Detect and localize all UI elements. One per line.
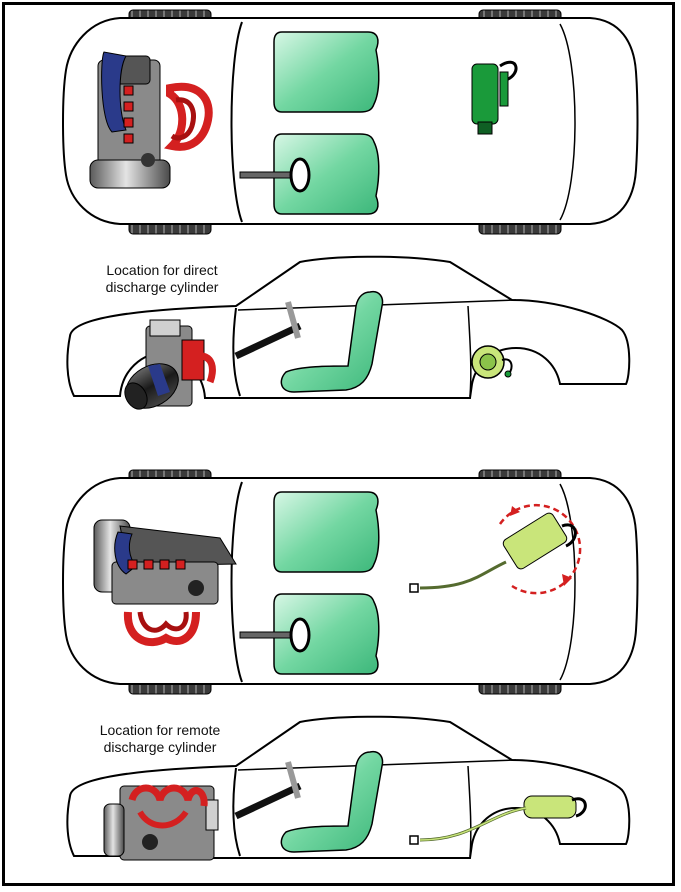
discharge-cylinder-direct-side (472, 346, 512, 378)
top-view-remote (63, 470, 638, 694)
caption-direct-line2: discharge cylinder (92, 279, 232, 296)
caption-direct-discharge: Location for direct discharge cylinder (92, 262, 232, 296)
seat-front-left-2 (274, 492, 379, 572)
caption-remote-discharge: Location for remote discharge cylinder (86, 722, 234, 756)
caption-remote-line2: discharge cylinder (86, 739, 234, 756)
caption-direct-line1: Location for direct (92, 262, 232, 279)
seat-front-left (274, 32, 379, 112)
top-view-direct (63, 10, 638, 234)
caption-remote-line1: Location for remote (86, 722, 234, 739)
side-engine-remote (104, 786, 218, 860)
